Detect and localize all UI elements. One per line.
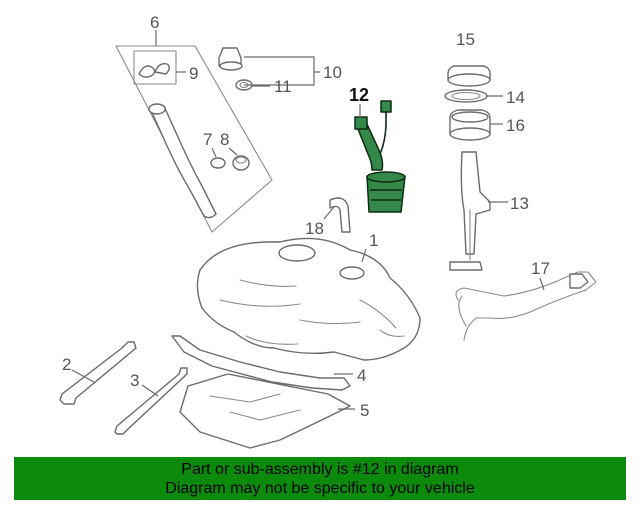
callout-11: 11 xyxy=(274,77,292,96)
filler-neck-group xyxy=(115,45,273,233)
cap-group xyxy=(218,47,253,91)
sender-unit xyxy=(449,151,491,271)
callout-5: 5 xyxy=(360,401,369,420)
fuel-tank xyxy=(196,237,421,361)
callout-18: 18 xyxy=(305,219,324,238)
callout-8: 8 xyxy=(220,130,229,149)
callout-2: 2 xyxy=(62,355,71,374)
callout-16: 16 xyxy=(506,116,525,135)
callout-17: 17 xyxy=(531,259,550,278)
callout-labels: 1 2 3 4 5 6 7 8 9 10 11 12 13 14 15 16 1… xyxy=(62,13,550,420)
hose-18 xyxy=(329,197,351,233)
fuel-pump-assembly-highlighted xyxy=(354,100,406,213)
banner-line-part: Part or sub-assembly is #12 in diagram xyxy=(181,461,459,478)
callout-13: 13 xyxy=(510,194,529,213)
leader-lines xyxy=(71,30,545,410)
callout-1: 1 xyxy=(369,231,378,250)
parts-diagram: 1 2 3 4 5 6 7 8 9 10 11 12 13 14 15 16 1… xyxy=(59,13,597,449)
part-info-banner: Part or sub-assembly is #12 in diagram D… xyxy=(14,457,626,500)
callout-10: 10 xyxy=(323,63,342,82)
callout-6: 6 xyxy=(150,13,159,32)
straps-and-shield xyxy=(59,335,351,449)
callout-14: 14 xyxy=(506,88,525,107)
harness-17 xyxy=(455,271,597,341)
banner-line-disclaimer: Diagram may not be specific to your vehi… xyxy=(165,480,475,497)
callout-9: 9 xyxy=(189,64,198,83)
callout-7: 7 xyxy=(203,130,212,149)
callout-15: 15 xyxy=(456,30,475,49)
right-top-parts xyxy=(444,65,491,141)
callout-3: 3 xyxy=(130,371,139,390)
callout-4: 4 xyxy=(357,366,366,385)
callout-12-highlighted: 12 xyxy=(349,85,369,105)
